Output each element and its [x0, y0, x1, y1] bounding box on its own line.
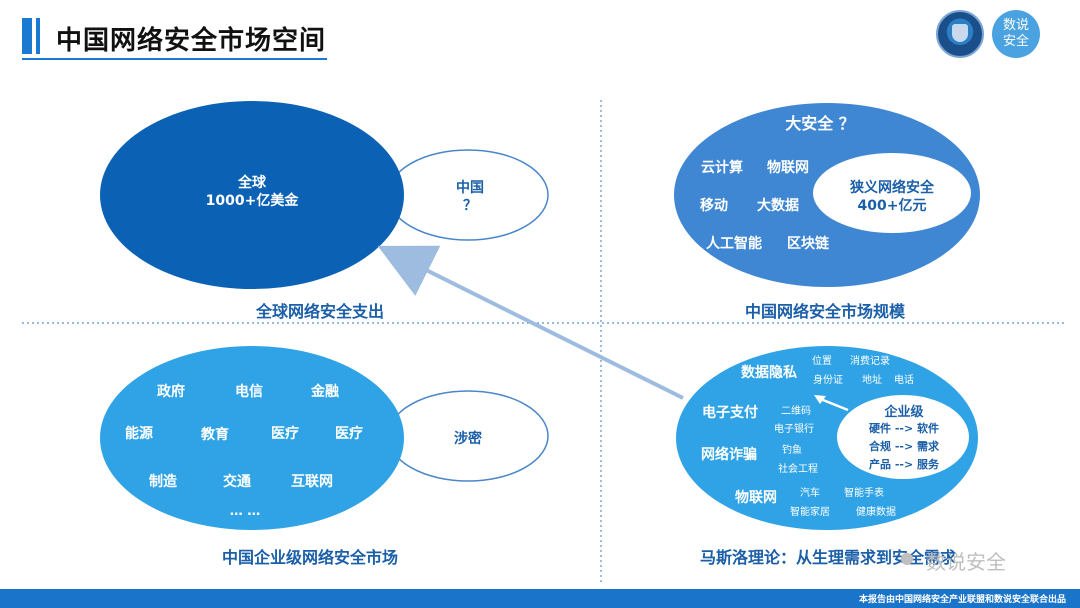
q2-item: 移动: [700, 198, 728, 214]
q4-small: 智能手表: [844, 488, 884, 499]
enterprise-level-row: 产品 --> 服务: [868, 458, 939, 471]
china-label: 中国: [456, 180, 484, 196]
maslow-ellipse: [676, 346, 978, 530]
q3-item: 制造: [149, 474, 177, 490]
q3-item: 政府: [157, 384, 185, 400]
wechat-icon: ●: [900, 548, 914, 567]
q2-caption: 中国网络安全市场规模: [744, 302, 905, 321]
q2-item: 大数据: [757, 198, 799, 214]
q4-small: 地址: [862, 375, 882, 386]
q2-item: 人工智能: [706, 236, 762, 252]
narrow-security-label: 狭义网络安全: [850, 180, 934, 196]
q4-small: 钓鱼: [782, 445, 802, 456]
q4-main: 电子支付: [702, 405, 758, 421]
enterprise-ellipse: [100, 346, 404, 530]
global-label: 全球: [238, 175, 266, 191]
classified-label: 涉密: [454, 431, 482, 447]
trend-arrow: [377, 245, 684, 400]
q2-item: 区块链: [787, 236, 829, 252]
q2-item: 物联网: [767, 160, 809, 176]
q4-small: 汽车: [800, 488, 820, 499]
title-accent-bar: [22, 18, 32, 54]
q4-caption: 马斯洛理论：从生理需求到安全需求: [699, 548, 956, 567]
q4-small: 健康数据: [856, 507, 896, 518]
enterprise-level-ellipse: [837, 395, 969, 479]
narrow-security-value: 400+亿元: [857, 198, 927, 214]
q3-item: 交通: [223, 474, 251, 490]
q1-caption: 全球网络安全支出: [255, 302, 384, 321]
q4-small: 位置: [812, 356, 832, 367]
q3-item: 金融: [311, 384, 339, 400]
q4-main: 物联网: [735, 490, 777, 506]
enterprise-level-row: 合规 --> 需求: [868, 440, 939, 453]
footer-bar: [0, 589, 1080, 608]
q3-item: 教育: [201, 427, 229, 443]
china-value: ？: [463, 198, 477, 214]
global-ellipse: [100, 101, 404, 289]
title-underline: [22, 58, 327, 60]
q4-main: 数据隐私: [741, 365, 797, 381]
footer-credit: 本报告由中国网络安全产业联盟和数说安全联合出品: [858, 595, 1066, 605]
title-accent-bar-thin: [36, 18, 40, 54]
page-title: 中国网络安全市场空间: [56, 26, 327, 56]
shield-icon: [952, 24, 968, 42]
q4-main: 网络诈骗: [701, 447, 757, 463]
q3-ellipsis: … …: [229, 504, 261, 519]
q4-small: 社会工程: [778, 464, 818, 475]
q4-small: 二维码: [781, 406, 811, 417]
enterprise-level-title: 企业级: [884, 405, 924, 420]
q3-item: 能源: [125, 426, 153, 442]
q4-small: 电话: [894, 375, 914, 386]
global-value: 1000+亿美金: [205, 193, 299, 209]
q4-small: 电子银行: [774, 424, 814, 435]
brand-logo: 数说 安全: [992, 10, 1040, 58]
q3-item: 互联网: [291, 474, 333, 490]
enterprise-level-row: 硬件 --> 软件: [868, 422, 939, 435]
q4-small: 智能家居: [790, 507, 830, 518]
q3-caption: 中国企业级网络安全市场: [221, 548, 398, 567]
narrow-security-ellipse: [813, 153, 971, 233]
q2-item: 云计算: [701, 160, 743, 176]
watermark-text: 数说安全: [926, 550, 1006, 574]
q3-item: 电信: [235, 384, 263, 400]
q4-small: 消费记录: [850, 356, 890, 367]
q3-item: 医疗: [335, 426, 363, 442]
q4-small: 身份证: [813, 375, 843, 386]
q3-item: 医疗: [271, 426, 299, 442]
big-security-label: 大安全 ？: [785, 114, 855, 133]
